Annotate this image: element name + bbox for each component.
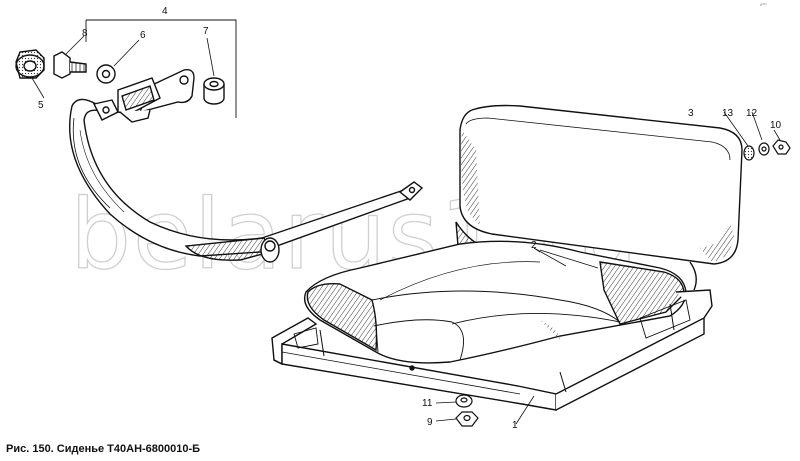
washer-part-13 <box>743 145 755 161</box>
belt-bolt-part-8 <box>53 51 87 79</box>
leader-lines <box>31 35 781 425</box>
washer-part-11 <box>455 394 473 408</box>
seat-frame-part-1 <box>271 289 713 411</box>
belt-bushing-part-7 <box>203 77 225 105</box>
callout-12: 12 <box>746 108 758 119</box>
callout-4-bracket <box>86 19 237 118</box>
callout-8: 8 <box>82 28 88 39</box>
backrest-part-3 <box>455 104 743 291</box>
seat-cushion-part-2 <box>303 240 687 364</box>
callout-3: 3 <box>688 108 694 119</box>
washer-part-12 <box>758 142 770 156</box>
seat-belt-group <box>15 19 424 263</box>
callout-11: 11 <box>422 398 433 409</box>
callout-7: 7 <box>203 26 209 37</box>
nut-part-9 <box>455 411 479 427</box>
belt-anchor-plate <box>117 68 195 123</box>
callout-1: 1 <box>512 420 518 431</box>
callout-9: 9 <box>427 417 433 428</box>
callout-4: 4 <box>162 6 168 17</box>
corner-mark: 8ººº <box>760 2 767 7</box>
callout-13: 13 <box>722 108 734 119</box>
callout-5: 5 <box>38 100 44 111</box>
callout-2: 2 <box>531 240 537 251</box>
belt-strap <box>69 98 424 263</box>
belt-washer-part-6 <box>96 64 116 84</box>
callout-6: 6 <box>140 30 146 41</box>
figure-caption: Рис. 150. Сиденье Т40АН-6800010-Б <box>6 443 201 455</box>
nut-part-10 <box>772 139 791 155</box>
callout-10: 10 <box>770 120 782 131</box>
hardware-parts <box>455 139 791 427</box>
belt-nut-part-5 <box>15 49 45 79</box>
